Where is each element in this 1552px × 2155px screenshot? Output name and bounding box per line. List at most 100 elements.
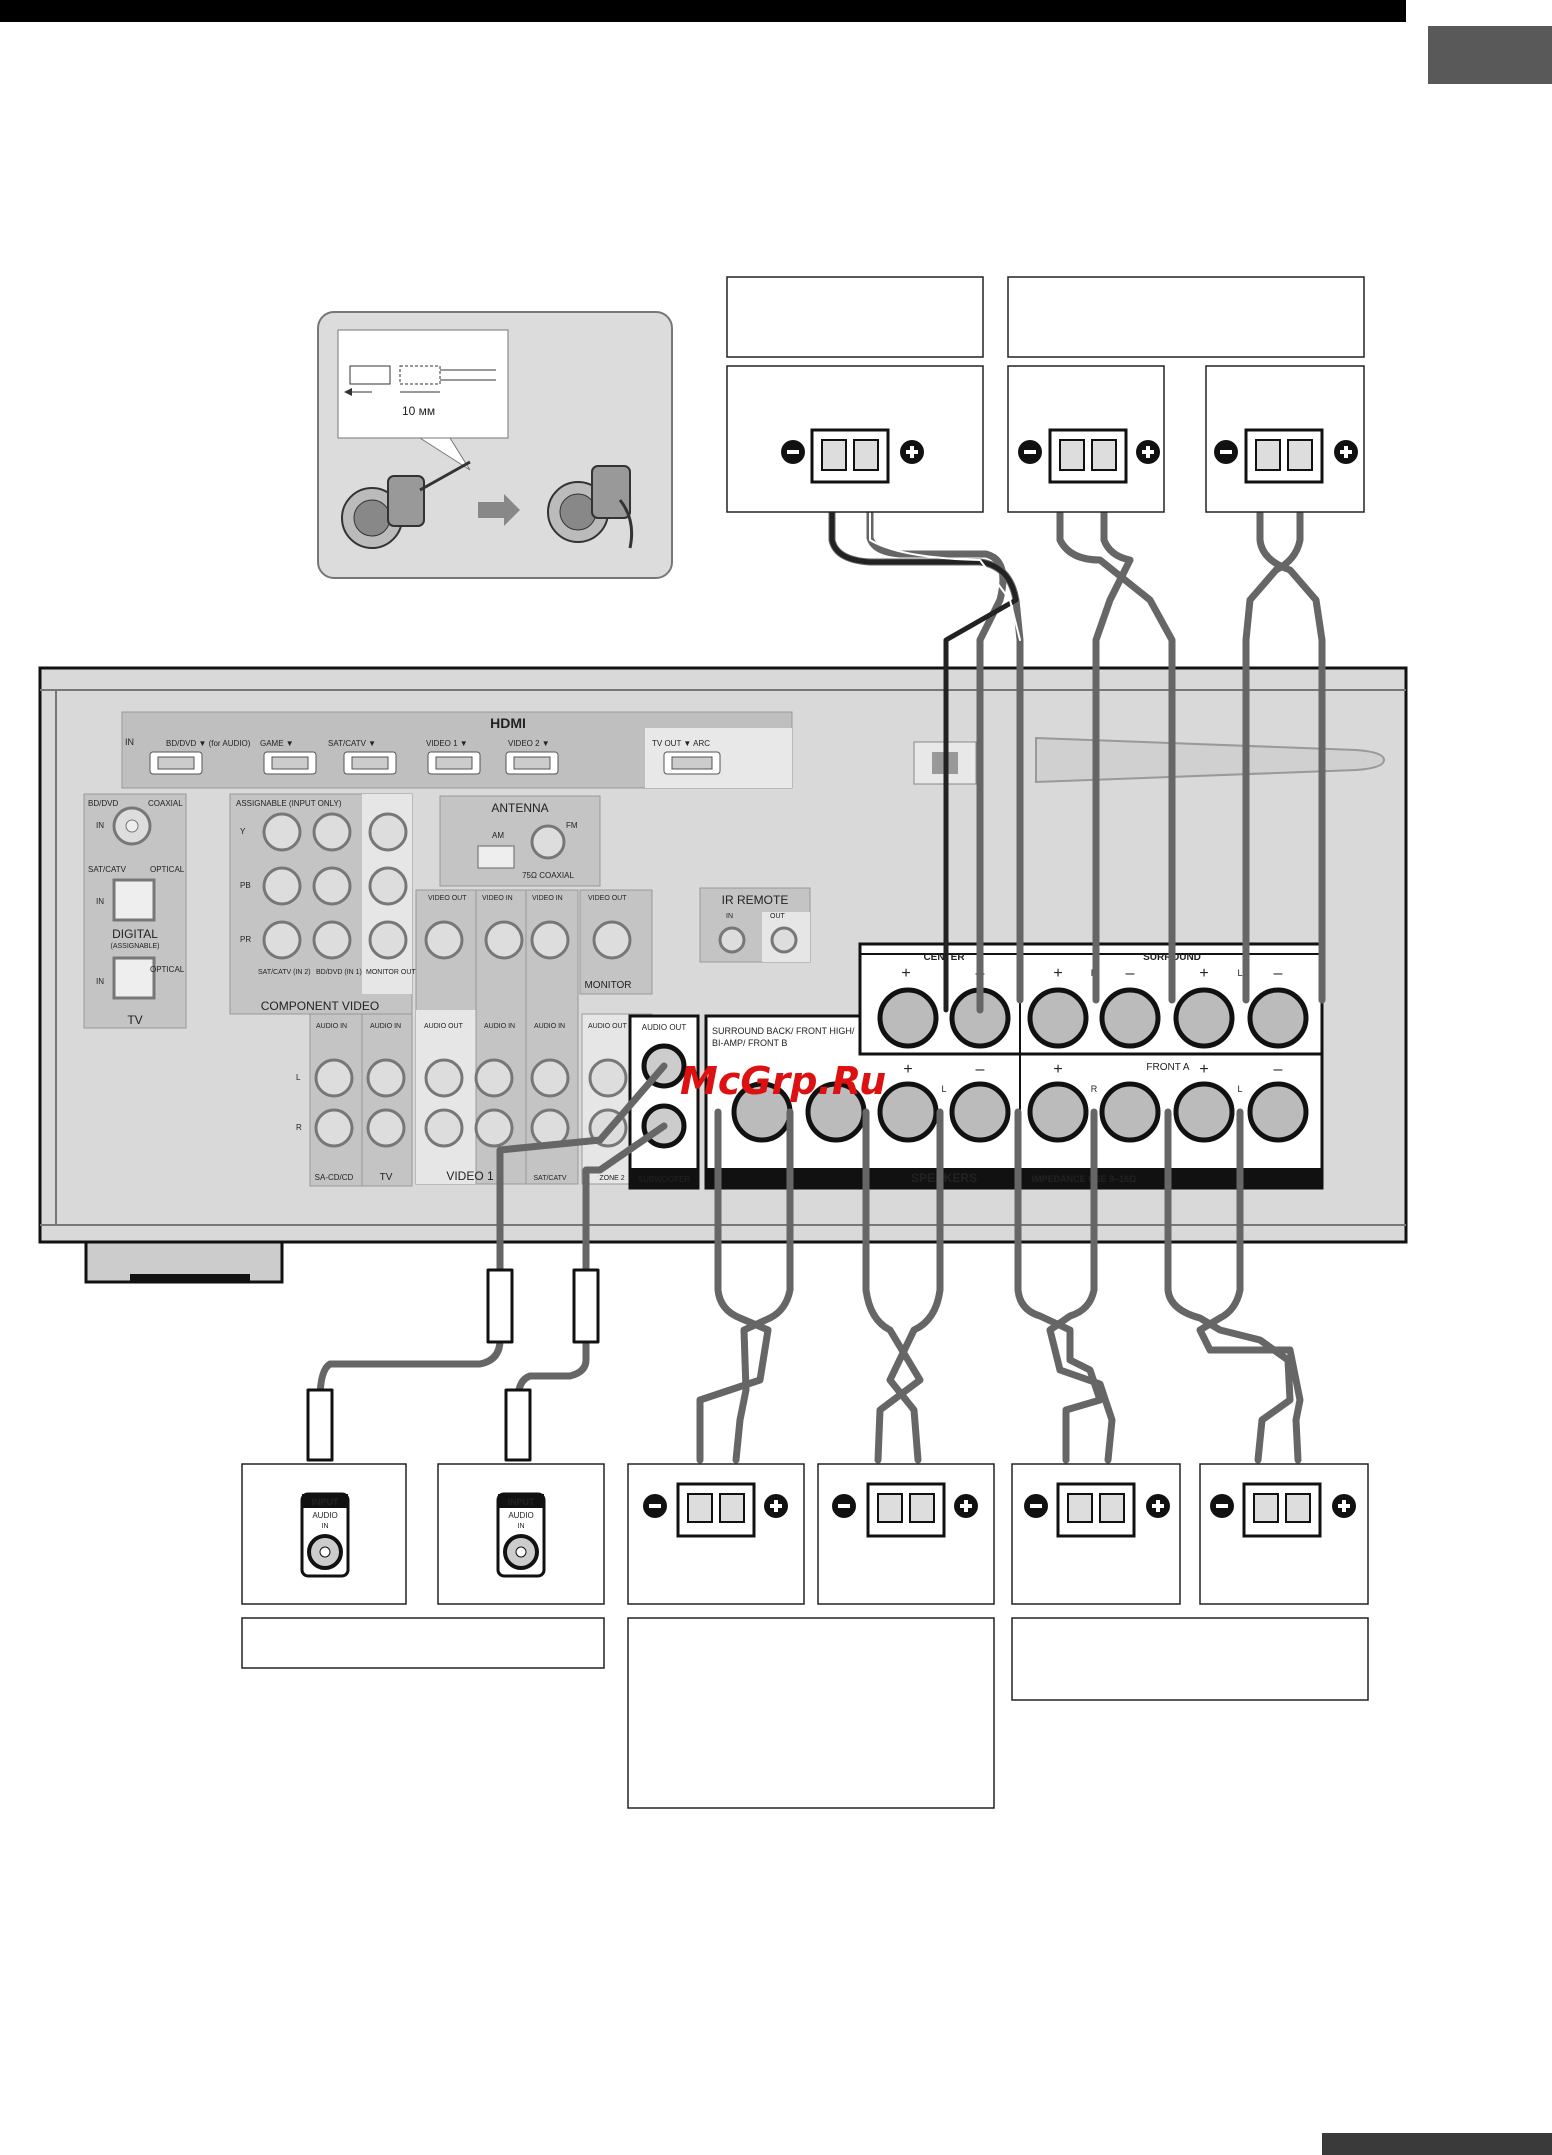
tv-audio-label: TV	[380, 1172, 393, 1183]
antenna-am-label: AM	[492, 831, 504, 840]
header-bar	[0, 0, 1406, 22]
hdmi-port-sat-catv[interactable]	[343, 751, 397, 775]
component-in2-label: SAT/CATV (IN 2)	[258, 969, 311, 976]
component-video-title: COMPONENT VIDEO	[261, 999, 379, 1013]
strip-length-label: 10 мм	[402, 404, 435, 418]
surround-right-speaker	[1007, 365, 1165, 513]
audio-in-label-tv: AUDIO IN	[370, 1023, 401, 1030]
hdmi-title: HDMI	[490, 715, 526, 731]
antenna-title: ANTENNA	[491, 801, 548, 815]
hdmi-port-label-game: GAME ▼	[260, 739, 294, 748]
component-pr-label: PR	[240, 935, 251, 944]
section-tab	[1428, 26, 1552, 84]
ir-out-jack[interactable]	[770, 926, 798, 954]
video1-label: VIDEO 1	[446, 1169, 494, 1183]
subwoofer-2: INPUT AUDIO IN	[437, 1463, 605, 1605]
fm-antenna-jack[interactable]	[530, 824, 566, 860]
am-antenna-terminal[interactable]	[477, 845, 515, 869]
antenna-coaxial-label: 75Ω COAXIAL	[522, 871, 574, 880]
front-left-speaker	[1199, 1463, 1369, 1605]
surround-speakers-label-box	[1007, 276, 1365, 358]
hdmi-in-label: IN	[125, 737, 134, 747]
audio-r-label: R	[296, 1123, 302, 1132]
sb-l-label: L	[941, 1084, 946, 1094]
audio-rca-jacks[interactable]	[314, 1058, 628, 1148]
ir-in-label: IN	[726, 913, 733, 920]
front-r-plus-label: +	[1053, 1061, 1062, 1078]
hdmi-port-label-video1: VIDEO 1 ▼	[426, 739, 468, 748]
digital-coaxial-label: COAXIAL	[148, 799, 183, 808]
center-speaker-label-box	[726, 276, 984, 358]
digital-optical-label: OPTICAL	[150, 865, 185, 874]
hdmi-port-label-video2: VIDEO 2 ▼	[508, 739, 550, 748]
digital-in1-label: IN	[96, 821, 104, 830]
speaker-binding-posts-top[interactable]	[877, 987, 1309, 1049]
digital-tv-label: TV	[127, 1013, 142, 1027]
digital-in3-label: IN	[96, 977, 104, 986]
front-speakers-label-box	[1011, 1617, 1369, 1701]
component-jacks[interactable]	[262, 812, 408, 960]
surround-r-plus-label: +	[1053, 965, 1062, 982]
video-out-label: VIDEO OUT	[428, 895, 467, 902]
front-right-speaker	[1011, 1463, 1181, 1605]
hdmi-port-video1[interactable]	[427, 751, 481, 775]
component-monitor-out-label: MONITOR OUT	[366, 969, 416, 976]
digital-optical-label-2: OPTICAL	[150, 965, 185, 974]
surround-left-speaker	[1205, 365, 1365, 513]
front-r-label: R	[1091, 1084, 1098, 1094]
hdmi-port-label-bd-dvd: BD/DVD ▼ (for AUDIO)	[166, 739, 251, 748]
ir-in-jack[interactable]	[718, 926, 746, 954]
front-a-label: FRONT A	[1146, 1062, 1189, 1073]
surround-back-label-box	[627, 1617, 995, 1809]
sb-l-minus-label: –	[976, 1061, 985, 1078]
arrow-right-icon	[478, 494, 520, 526]
page-footer-tab	[1322, 2133, 1552, 2155]
digital-subtitle: (ASSIGNABLE)	[110, 943, 159, 950]
ir-remote-title: IR REMOTE	[722, 893, 789, 907]
watermark: McGrp.Ru	[680, 1059, 886, 1103]
speakers-label: SPEAKERS	[911, 1171, 977, 1185]
center-plus-label: +	[901, 965, 910, 982]
audio-in-label-v1: AUDIO IN	[484, 1023, 515, 1030]
digital-bd-dvd-label: BD/DVD	[88, 799, 118, 808]
digital-optical-jack-2[interactable]	[112, 956, 156, 1000]
front-l-label: L	[1237, 1084, 1242, 1094]
sub2-audio-label: AUDIO	[508, 1511, 533, 1520]
audio-in-label-sacd: AUDIO IN	[316, 1023, 347, 1030]
hdmi-port-label-sat-catv: SAT/CATV ▼	[328, 739, 376, 748]
video-in-label-1: VIDEO IN	[482, 895, 513, 902]
component-in1-label: BD/DVD (IN 1)	[316, 969, 362, 976]
center-speaker	[726, 365, 984, 513]
hdmi-port-video2[interactable]	[505, 751, 559, 775]
digital-in2-label: IN	[96, 897, 104, 906]
sat-catv-audio-label: SAT/CATV	[533, 1175, 567, 1182]
sub2-in-label: IN	[518, 1523, 525, 1530]
sub1-input-label: INPUT	[312, 1497, 340, 1507]
sub2-input-label: INPUT	[508, 1497, 536, 1507]
antenna-fm-label: FM	[566, 821, 578, 830]
digital-optical-jack-1[interactable]	[112, 878, 156, 922]
subwoofer-label-box	[241, 1617, 605, 1669]
zone2-label: ZONE 2	[599, 1175, 624, 1182]
audio-in-label-sat: AUDIO IN	[534, 1023, 565, 1030]
audio-out-label-zone2: AUDIO OUT	[588, 1023, 628, 1030]
monitor-video-out-label: VIDEO OUT	[588, 895, 627, 902]
sa-cd-label: SA-CD/CD	[315, 1173, 354, 1182]
sub1-audio-label: AUDIO	[312, 1511, 337, 1520]
audio-l-label: L	[296, 1073, 301, 1082]
surround-back-left-speaker	[817, 1463, 995, 1605]
video-jacks[interactable]	[424, 920, 632, 960]
ir-out-label: OUT	[770, 913, 786, 920]
surround-l-plus-label: +	[1199, 965, 1208, 982]
component-pb-label: PB	[240, 881, 251, 890]
front-l-minus-label: –	[1274, 1061, 1283, 1078]
hdmi-port-tv-out[interactable]	[663, 751, 721, 775]
receiver-rear-panel: HDMI IN BD/DVD ▼ (for AUDIO) GAME ▼ SAT/…	[38, 666, 1408, 1284]
subwoofer-audio-out-label: AUDIO OUT	[642, 1023, 687, 1032]
hdmi-port-game[interactable]	[263, 751, 317, 775]
sub1-in-label: IN	[322, 1523, 329, 1530]
hdmi-port-bd-dvd[interactable]	[149, 751, 203, 775]
wire-stripping-inset: 10 мм	[317, 311, 673, 579]
audio-out-label-v1: AUDIO OUT	[424, 1023, 464, 1030]
